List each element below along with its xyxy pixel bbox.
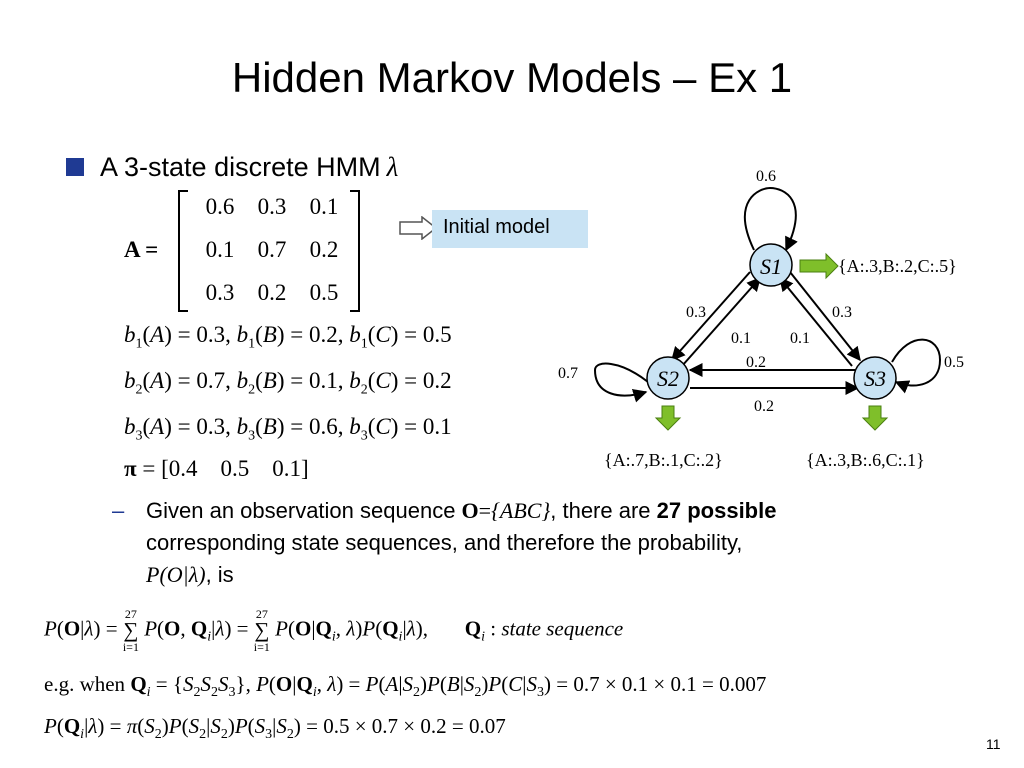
matrix-cell: 0.2 — [257, 280, 287, 305]
matrix-cell: 0.1 — [309, 194, 339, 219]
edge-s1-to-s3 — [789, 271, 861, 362]
emission-arrow-s3-icon — [861, 405, 889, 431]
edge-s2-s1-prob: 0.1 — [731, 330, 751, 347]
matrix-cell: 0.2 — [309, 237, 339, 262]
initial-model-label: Initial model — [443, 216, 550, 238]
emission-arrow-s1-icon — [799, 252, 839, 280]
sub-bullet-line-3: P(O|λ), is — [146, 562, 234, 587]
initial-model-arrow-icon — [399, 216, 438, 240]
self-loop-s2 — [593, 362, 649, 403]
edge-s3-s1-prob: 0.1 — [790, 330, 810, 347]
self-loop-s2-prob: 0.7 — [558, 365, 578, 382]
state-s2-label: S2 — [657, 366, 679, 391]
matrix-cell: 0.1 — [205, 237, 235, 262]
state-s1-label: S1 — [760, 254, 782, 279]
state-s1 — [749, 243, 793, 287]
page-number: 11 — [986, 736, 1001, 752]
edge-s3-to-s1 — [779, 276, 853, 367]
edge-s2-to-s1 — [681, 276, 761, 367]
self-loop-s3 — [891, 338, 942, 394]
emission-row-3: b3(A) = 0.3, b3(B) = 0.6, b3(C) = 0.1 — [124, 414, 452, 444]
state-s3 — [853, 356, 897, 400]
sub-bullet-line-1: Given an observation sequence O={ABC}, t… — [146, 498, 777, 523]
matrix-cell: 0.3 — [257, 194, 287, 219]
emission-row-1: b1(A) = 0.3, b1(B) = 0.2, b1(C) = 0.5 — [124, 322, 452, 352]
matrix-right-bracket — [350, 190, 360, 312]
emission-set-s3: {A:.3,B:.6,C:.1} — [806, 450, 925, 470]
equation-example: e.g. when Qi = {S2S2S3}, P(O|Qi, λ) = P(… — [44, 672, 767, 701]
matrix-left-bracket — [178, 190, 188, 312]
matrix-cell: 0.3 — [205, 280, 235, 305]
emission-set-s2: {A:.7,B:.1,C:.2} — [604, 450, 723, 470]
emission-set-s1: {A:.3,B:.2,C:.5} — [838, 256, 957, 276]
state-s2 — [646, 356, 690, 400]
edge-s3-s2-prob: 0.2 — [746, 354, 766, 371]
matrix-cell: 0.6 — [205, 194, 235, 219]
matrix-a-label: A = — [124, 237, 159, 262]
matrix-cell: 0.5 — [309, 280, 339, 305]
edge-s1-s3-prob: 0.3 — [832, 304, 852, 321]
hmm-state-diagram — [593, 186, 942, 431]
lambda-symbol: λ — [386, 152, 399, 182]
self-loop-s1-prob: 0.6 — [756, 168, 776, 185]
sub-bullet-line-2: corresponding state sequences, and there… — [146, 530, 743, 555]
emission-row-2: b2(A) = 0.7, b2(B) = 0.1, b2(C) = 0.2 — [124, 368, 452, 398]
initial-model-box — [432, 210, 588, 248]
edge-s2-s3-prob: 0.2 — [754, 398, 774, 415]
bullet-square-icon — [66, 158, 84, 176]
matrix-cell: 0.7 — [257, 237, 287, 262]
initial-distribution: π = [0.4 0.5 0.1] — [124, 456, 309, 481]
state-s3-label: S3 — [864, 366, 886, 391]
equation-state-sequence-probability: P(Qi|λ) = π(S2)P(S2|S2)P(S3|S2) = 0.5 × … — [44, 714, 506, 743]
edge-s1-s2-prob: 0.3 — [686, 304, 706, 321]
self-loop-s3-prob: 0.5 — [944, 354, 964, 371]
slide-title: Hidden Markov Models – Ex 1 — [231, 54, 793, 101]
bullet-label: A 3-state discrete HMM — [100, 152, 381, 182]
sub-bullet-dash: – — [112, 498, 125, 523]
self-loop-s1 — [743, 186, 798, 252]
emission-arrow-s2-icon — [654, 405, 682, 431]
edge-s1-to-s2 — [671, 271, 751, 362]
equation-total-probability: P(O|λ) = 27∑i=1 P(O, Qi|λ) = 27∑i=1 P(O|… — [44, 607, 624, 654]
